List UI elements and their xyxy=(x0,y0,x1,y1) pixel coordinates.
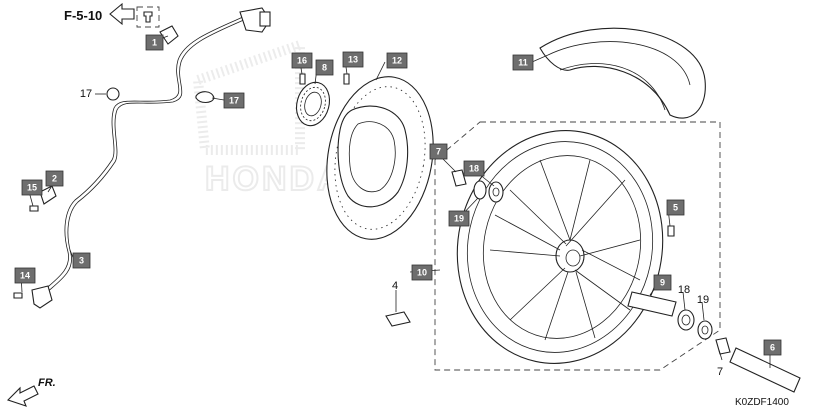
callout-7-boxed: 7 xyxy=(429,143,448,160)
svg-text:16: 16 xyxy=(297,56,307,66)
svg-text:11: 11 xyxy=(518,58,528,68)
callout-19-plain: 19 xyxy=(697,294,709,306)
svg-text:9: 9 xyxy=(660,278,665,288)
callout-13: 13 xyxy=(342,51,364,68)
svg-text:3: 3 xyxy=(79,256,84,266)
svg-text:8: 8 xyxy=(322,63,327,73)
svg-text:14: 14 xyxy=(20,271,30,281)
diagram-code: K0ZDF1400 xyxy=(735,397,789,408)
disc-bolt-13-icon xyxy=(343,73,350,85)
collar-7-right xyxy=(715,337,731,355)
front-direction: FR. xyxy=(6,377,56,407)
tire xyxy=(539,27,706,119)
svg-text:1: 1 xyxy=(152,38,157,48)
reference-label: F-5-10 xyxy=(64,8,102,23)
axle-6 xyxy=(729,347,801,393)
svg-text:2: 2 xyxy=(52,174,57,184)
svg-text:17: 17 xyxy=(229,96,239,106)
svg-text:12: 12 xyxy=(392,56,402,66)
callout-8: 8 xyxy=(315,59,334,76)
svg-text:5: 5 xyxy=(673,203,678,213)
svg-text:19: 19 xyxy=(454,214,464,224)
callout-6: 6 xyxy=(763,339,782,356)
svg-text:15: 15 xyxy=(27,183,37,193)
svg-text:13: 13 xyxy=(348,55,358,65)
disc-bolt-16-icon xyxy=(299,73,306,85)
callout-17-plain: 17 xyxy=(80,88,92,100)
bolt-5-icon xyxy=(667,225,675,237)
callout-2: 2 xyxy=(45,170,64,187)
svg-text:FR.: FR. xyxy=(38,377,56,389)
callout-4: 4 xyxy=(392,280,398,292)
svg-text:6: 6 xyxy=(770,343,775,353)
speed-sensor-assembly xyxy=(13,7,271,309)
wheel xyxy=(456,130,664,364)
bearing-18-left xyxy=(488,181,504,203)
callout-10: 10 xyxy=(411,264,433,281)
callout-3: 3 xyxy=(72,252,91,269)
svg-text:HONDA: HONDA xyxy=(205,160,345,198)
callout-18-boxed: 18 xyxy=(463,160,485,177)
callout-9: 9 xyxy=(653,274,672,291)
svg-text:10: 10 xyxy=(417,268,427,278)
callout-11: 11 xyxy=(512,54,534,71)
spacer-9 xyxy=(627,291,677,317)
seal-19-right xyxy=(697,320,713,340)
callout-14: 14 xyxy=(14,267,36,284)
callout-18-plain: 18 xyxy=(678,284,690,296)
brake-disc xyxy=(326,76,434,240)
callout-5: 5 xyxy=(666,199,685,216)
disc-ring xyxy=(295,81,331,127)
callout-12: 12 xyxy=(386,52,408,69)
svg-text:18: 18 xyxy=(469,164,479,174)
reference-bolt-box xyxy=(136,6,160,28)
seal-19-left xyxy=(473,180,487,200)
collar-7-left xyxy=(451,169,467,187)
callout-1: 1 xyxy=(145,34,164,51)
callout-16: 16 xyxy=(291,52,313,69)
clip-4 xyxy=(385,311,411,327)
callout-15: 15 xyxy=(21,179,43,196)
bearing-18-right xyxy=(677,309,695,331)
honda-watermark: HONDA xyxy=(192,37,345,199)
callout-7-plain: 7 xyxy=(717,366,723,378)
callout-19-boxed: 19 xyxy=(448,210,470,227)
callout-17-boxed: 17 xyxy=(223,92,245,109)
reference-bolt-icon xyxy=(143,11,153,23)
svg-text:7: 7 xyxy=(436,147,441,157)
wheel-assembly-outline xyxy=(434,121,721,371)
reference-arrow-icon xyxy=(109,2,135,26)
